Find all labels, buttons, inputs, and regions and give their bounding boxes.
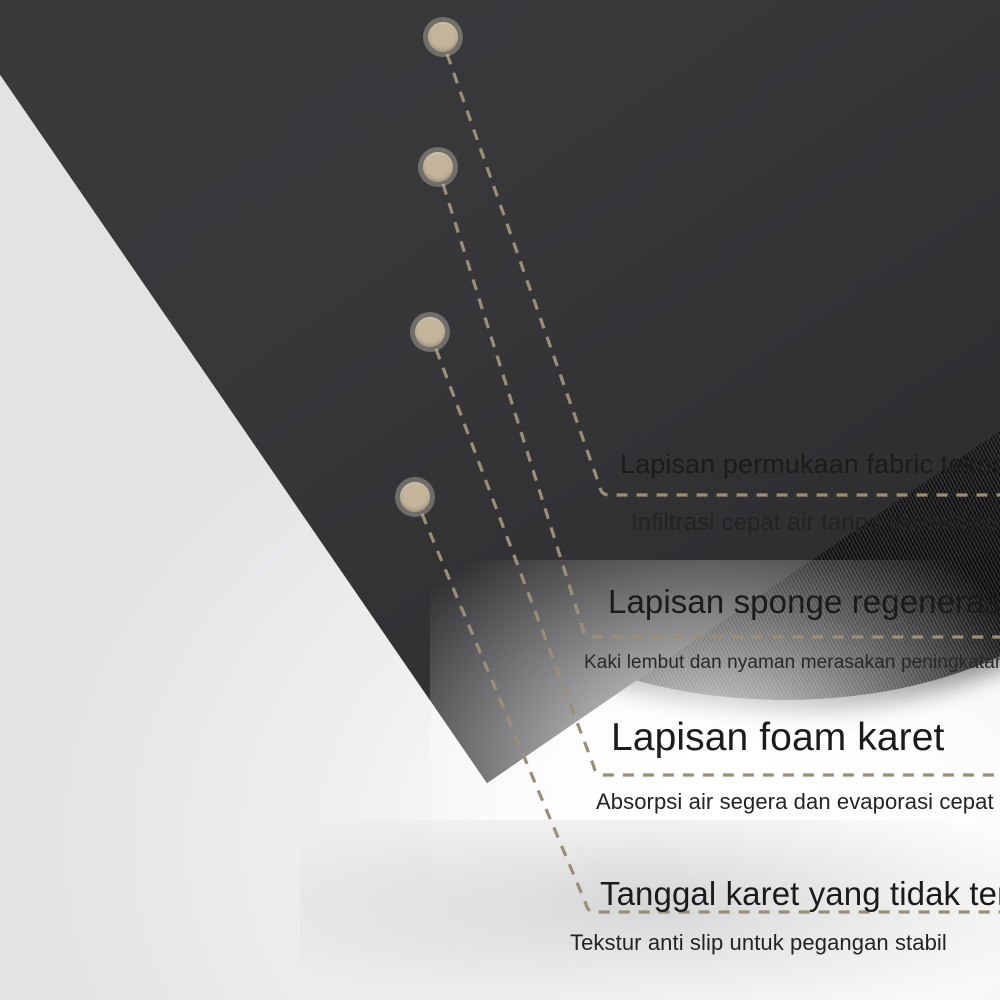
callout-dot-fabric[interactable] [423, 17, 463, 57]
callout-dot-sponge[interactable] [418, 147, 458, 187]
background-highlight [430, 560, 1000, 1000]
callout-heading-grip: Tanggal karet yang tidak tergelincir [600, 875, 1000, 912]
leader-line-fabric [445, 53, 1000, 497]
callout-subtext-fabric: Infiltrasi cepat air tanpa akumulasi [631, 509, 998, 536]
callout-heading-foam: Lapisan foam karet [611, 716, 945, 759]
callout-heading-sponge: Lapisan sponge regenerasi [608, 583, 1000, 620]
leader-line-foam [434, 348, 1000, 777]
callout-subtext-grip: Tekstur anti slip untuk pegangan stabil [570, 930, 947, 955]
callout-dot-core [423, 152, 453, 182]
leader-line-sponge [441, 183, 1000, 639]
leader-line-grip [420, 513, 1000, 914]
callout-dot-foam[interactable] [410, 312, 450, 352]
callout-dot-grip[interactable] [395, 477, 435, 517]
callout-dot-core [415, 317, 445, 347]
floor-shadow [300, 820, 1000, 1000]
callout-dot-core [400, 482, 430, 512]
callout-subtext-foam: Absorpsi air segera dan evaporasi cepat [596, 789, 994, 814]
callout-dot-core [428, 22, 458, 52]
callout-heading-fabric: Lapisan permukaan fabric teknologi [620, 449, 1000, 479]
callout-subtext-sponge: Kaki lembut dan nyaman merasakan peningk… [584, 652, 1000, 673]
